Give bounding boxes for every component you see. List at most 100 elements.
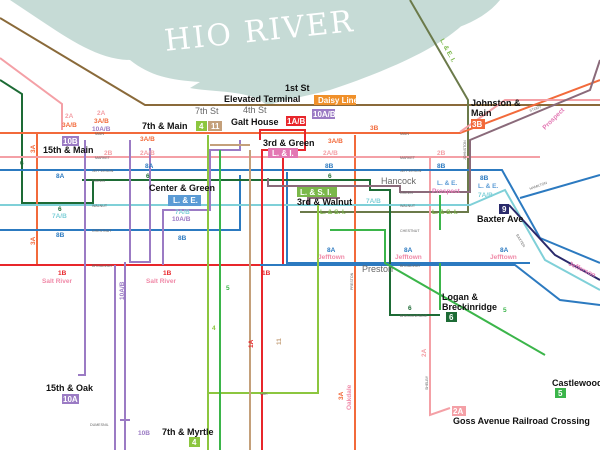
route-label: 2B	[437, 150, 446, 157]
station-7th-myrtle[interactable]: 7th & Myrtle 4	[162, 427, 214, 447]
route-line	[162, 140, 241, 265]
street-label: MARKET	[95, 156, 111, 160]
station-label: 15th & Main	[43, 145, 94, 155]
station-label: Breckinridge	[442, 302, 497, 312]
badge-label: 6	[449, 313, 454, 322]
street-label: BRECKINRIDGE	[400, 314, 428, 318]
street-label: MARKET	[400, 156, 416, 160]
station-label-hancock: Hancock	[381, 176, 417, 186]
station-label: 7th & Main	[142, 121, 188, 131]
route-label: 5	[503, 307, 507, 314]
route-label: 8A	[500, 247, 509, 254]
station-label: 1st St	[285, 83, 310, 93]
route-4	[207, 135, 319, 450]
route-label: 2B	[104, 150, 113, 157]
route-label: 10A/B	[92, 126, 111, 133]
badge-label: 4	[192, 438, 197, 447]
street-label: GREEN	[92, 179, 105, 183]
route-label: 2A	[65, 113, 74, 120]
station-1st-st[interactable]: 1st St Elevated Terminal Daisy Line	[224, 83, 359, 105]
route-label: 2A/B	[140, 150, 155, 157]
route-label: 8A	[56, 173, 65, 180]
station-label: Galt House	[231, 117, 279, 127]
route-badge	[314, 95, 356, 105]
route-badge	[286, 116, 306, 126]
route-badge	[62, 136, 79, 146]
route-label: 1B	[58, 270, 67, 277]
route-label: 3A	[30, 236, 37, 245]
route-badge	[446, 312, 457, 322]
route-label: L. & S. I.	[432, 209, 458, 216]
route-label: 3A	[338, 391, 345, 400]
station-15th-oak[interactable]: 15th & Oak 10A	[46, 383, 94, 404]
station-3rd-walnut[interactable]: L. & S. I. 3rd & Walnut	[297, 187, 352, 207]
badge-label: 2A	[453, 407, 463, 416]
station-galt-house[interactable]: Galt House 1A/B 10A/B	[231, 109, 336, 127]
route-label: Salt River	[146, 278, 176, 285]
badge-label: L. & E.	[173, 196, 198, 205]
route-label: 6	[146, 173, 150, 180]
route-badge	[555, 388, 566, 398]
badge-label: 3B	[472, 120, 482, 129]
station-label-4th-st: 4th St	[243, 105, 267, 115]
route-5	[219, 150, 546, 450]
route-label: 7A/B	[52, 213, 67, 220]
route-label: Jefftown	[395, 254, 422, 261]
station-goss-avenue[interactable]: 2A Goss Avenue Railroad Crossing	[452, 406, 590, 426]
street-label: GREEN	[400, 191, 413, 195]
station-label: Center & Green	[149, 183, 215, 193]
street-label: DUMESNIL	[90, 423, 109, 427]
badge-label: 10A	[63, 395, 78, 404]
route-label: 10A/B	[119, 281, 126, 300]
station-3rd-green[interactable]: 3rd & Green L. & I.	[263, 138, 315, 158]
station-label-preston: Preston	[362, 264, 393, 274]
route-line	[0, 79, 94, 204]
badge-label: 1A/B	[287, 117, 305, 126]
route-11	[210, 144, 251, 450]
route-label: 8A	[327, 247, 336, 254]
station-logan-breckinridge[interactable]: Logan & Breckinridge 6	[442, 292, 497, 322]
route-10	[78, 140, 86, 376]
route-line	[114, 140, 151, 450]
route-label: 10A/B	[172, 216, 191, 223]
route-label: 8B	[325, 163, 334, 170]
route-label: Prospect	[541, 106, 566, 131]
station-label: Baxter Ave	[477, 214, 523, 224]
route-badge	[471, 119, 485, 129]
route-badge	[452, 406, 466, 416]
station-15th-main[interactable]: 10B 15th & Main	[43, 136, 94, 155]
badge-label: 11	[211, 122, 220, 131]
route-label: 6	[20, 160, 24, 167]
route-label: 10B	[138, 430, 150, 437]
route-badge	[168, 195, 201, 206]
badge-label: 10A/B	[313, 110, 336, 119]
route-line	[0, 17, 600, 106]
station-7th-main[interactable]: 7th & Main 4 11	[142, 121, 222, 131]
station-center-green[interactable]: Center & Green L. & E.	[149, 183, 215, 206]
river-bank	[400, 0, 500, 38]
route-label: 3B	[370, 125, 379, 132]
street-label: BROADWAY	[92, 264, 113, 268]
route-badge	[196, 121, 207, 131]
route-badge	[312, 109, 335, 119]
badge-label: 5	[558, 389, 563, 398]
route-label: L. & E.	[437, 180, 457, 187]
route-label: L. & E.	[478, 183, 498, 190]
station-label: 15th & Oak	[46, 383, 94, 393]
station-label: Elevated Terminal	[224, 94, 300, 104]
station-label: Goss Avenue Railroad Crossing	[453, 416, 590, 426]
street-label: JOHNSTON	[463, 140, 467, 160]
route-label: 7A/B	[366, 198, 381, 205]
station-baxter[interactable]: 9 Baxter Ave	[477, 204, 523, 224]
badge-label: L. & S. I.	[300, 188, 332, 197]
station-label: Logan &	[442, 292, 478, 302]
badge-label: L. & I.	[272, 149, 294, 158]
station-label: Main	[471, 108, 492, 118]
station-johnston-main[interactable]: Johnston & Main 3B	[471, 98, 521, 129]
station-castlewood[interactable]: Castlewood 5	[552, 378, 600, 398]
route-label: 3A/B	[62, 122, 77, 129]
route-label: 8B	[56, 232, 65, 239]
route-label: 7A/B	[175, 209, 190, 216]
route-label: 8B	[178, 235, 187, 242]
street-label: STORY	[529, 105, 542, 113]
